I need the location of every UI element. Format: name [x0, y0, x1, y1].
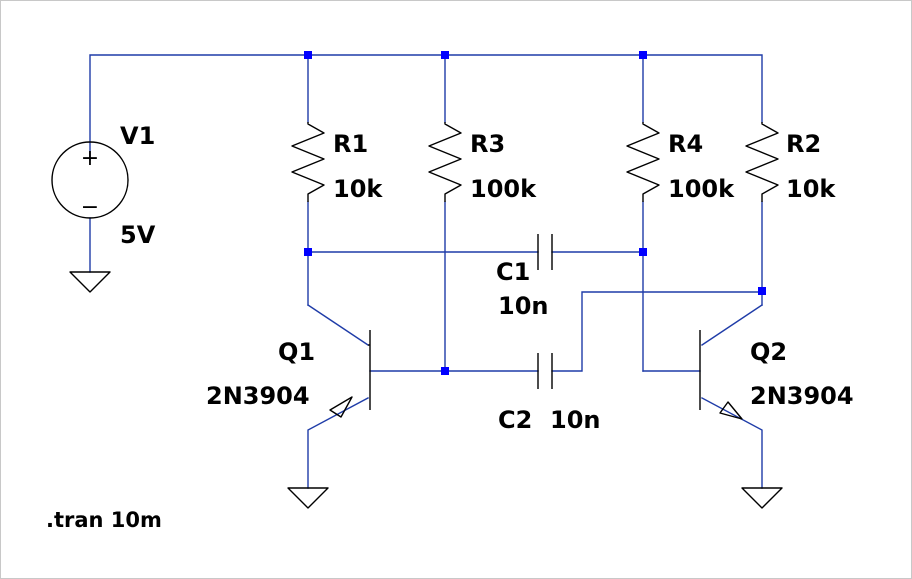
wire-c2-q2-collector[interactable] — [551, 291, 763, 372]
r3-name-label: R3 — [470, 130, 505, 158]
junction-r4-top — [639, 51, 647, 59]
voltage-source-icon — [51, 141, 129, 219]
resistor-r2-icon[interactable] — [745, 122, 779, 202]
c2-name-label: C2 — [498, 406, 532, 434]
r2-name-label: R2 — [786, 130, 821, 158]
junction-r3-top — [441, 51, 449, 59]
wire-q1-emitter-ground[interactable] — [307, 397, 369, 489]
v1-minus-sign: − — [81, 195, 99, 220]
resistor-r3-icon[interactable] — [428, 122, 462, 202]
q2-name-label: Q2 — [750, 338, 787, 366]
c2-value-label: 10n — [550, 406, 600, 434]
ground-icon[interactable] — [741, 487, 783, 509]
junction-q2-collector — [758, 287, 766, 295]
v1-name-label: V1 — [120, 122, 155, 150]
capacitor-c2-icon[interactable] — [537, 353, 553, 389]
transistor-q1-icon[interactable] — [329, 330, 371, 418]
c1-name-label: C1 — [496, 258, 530, 286]
q1-model-label: 2N3904 — [206, 382, 310, 410]
wires — [89, 54, 763, 489]
q1-name-label: Q1 — [278, 338, 315, 366]
junctions — [304, 51, 766, 375]
junction-q1-collector — [304, 248, 312, 256]
wire-q2-emitter-ground[interactable] — [701, 397, 763, 489]
junction-r1-top — [304, 51, 312, 59]
junction-q2-base-node — [639, 248, 647, 256]
r4-value-label: 100k — [668, 175, 735, 203]
wire-q1-collector[interactable] — [307, 304, 369, 346]
r1-value-label: 10k — [333, 175, 383, 203]
wire-q2-collector[interactable] — [701, 304, 763, 346]
resistor-r1-icon[interactable] — [291, 122, 325, 202]
spice-directive[interactable]: .tran 10m — [46, 508, 162, 532]
v1-plus-sign: + — [81, 146, 99, 171]
c1-value-label: 10n — [498, 292, 548, 320]
capacitor-c1-icon[interactable] — [537, 234, 553, 270]
r4-name-label: R4 — [668, 130, 703, 158]
r1-name-label: R1 — [333, 130, 368, 158]
ground-icon[interactable] — [69, 271, 111, 293]
q2-model-label: 2N3904 — [750, 382, 854, 410]
junction-q1-base — [441, 367, 449, 375]
r3-value-label: 100k — [470, 175, 537, 203]
v1-value-label: 5V — [120, 221, 156, 249]
ground-icon[interactable] — [287, 487, 329, 509]
resistor-r4-icon[interactable] — [626, 122, 660, 202]
r2-value-label: 10k — [786, 175, 836, 203]
voltage-source-v1[interactable]: + − — [51, 141, 129, 220]
wire-vcc-rail[interactable] — [89, 54, 763, 161]
transistor-q2-icon[interactable] — [699, 330, 743, 420]
